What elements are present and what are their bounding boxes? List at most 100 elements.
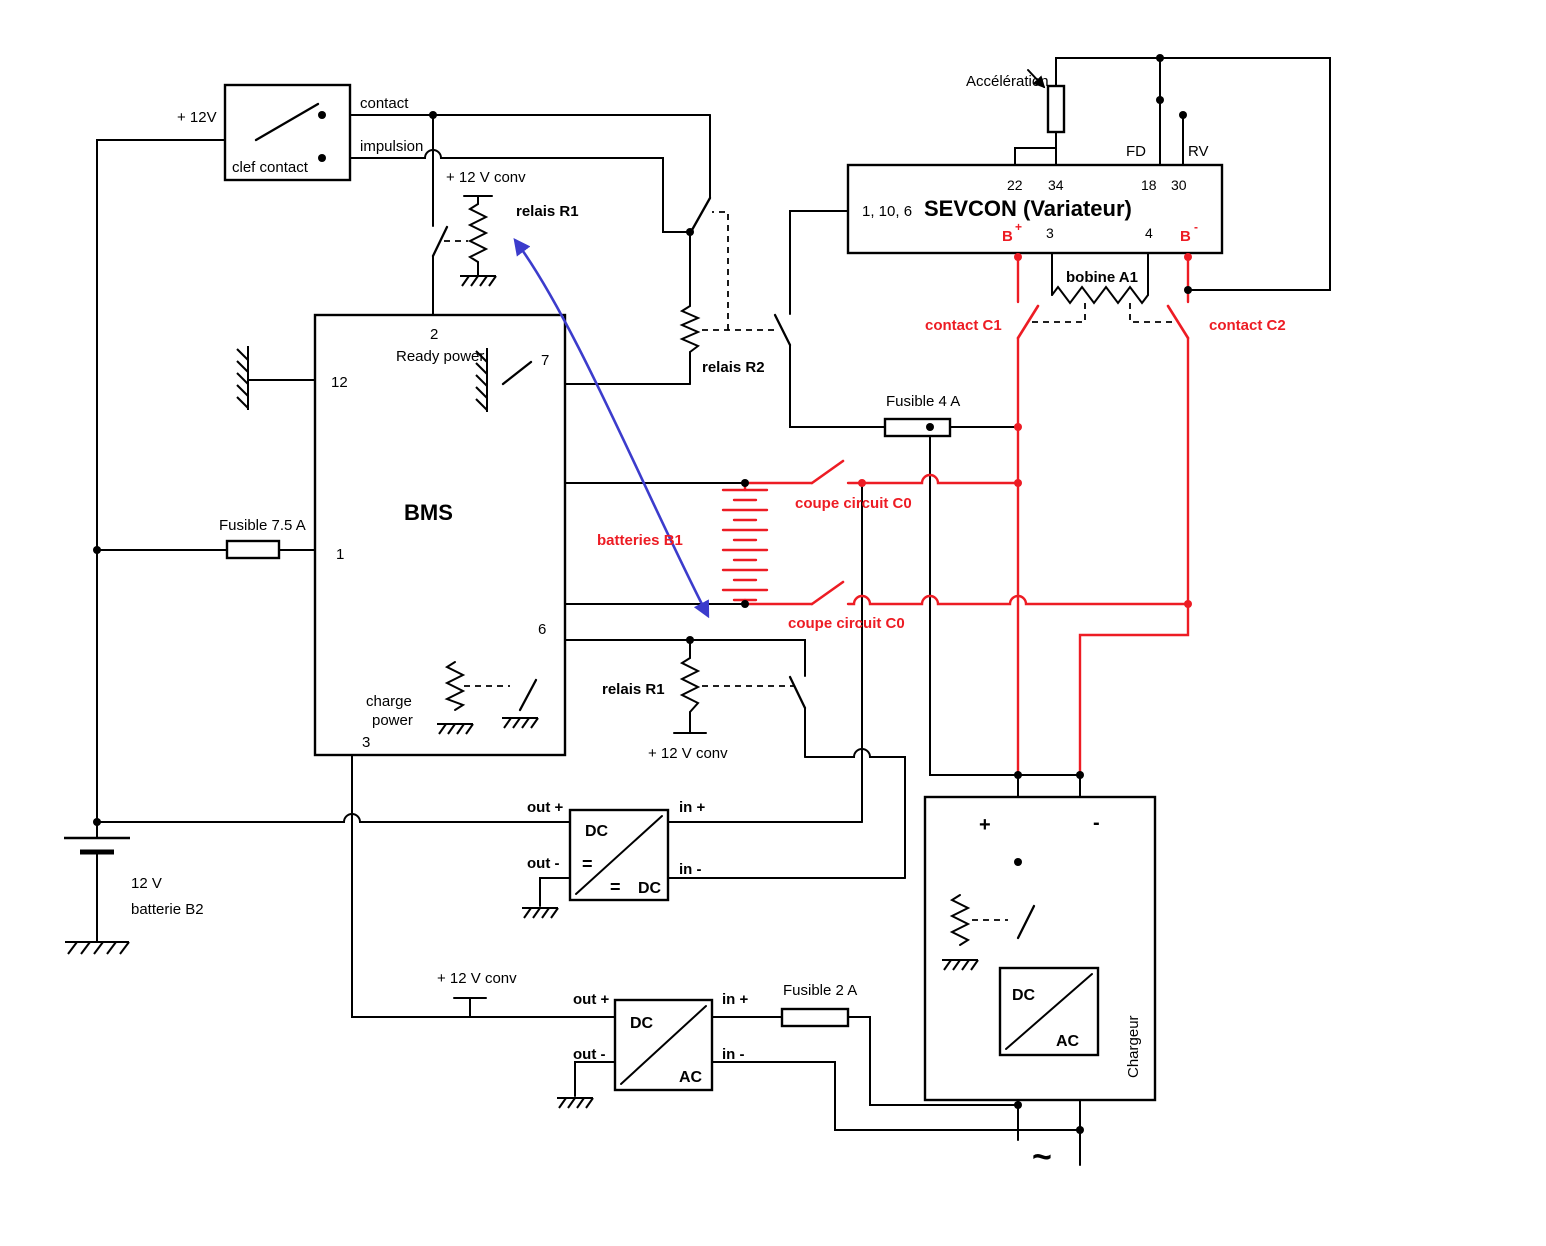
throttle-pot <box>1027 69 1066 134</box>
dcac2-out-plus: out + <box>573 991 609 1008</box>
batteries-b1-label: batteries B1 <box>597 532 683 549</box>
fd-label: FD <box>1126 143 1146 160</box>
relay-r1-top <box>431 203 497 287</box>
sevcon <box>846 163 1224 255</box>
charger-relay-blade <box>1016 904 1036 940</box>
key-switch-blade <box>254 102 320 142</box>
bms-pin1: 1 <box>336 546 344 563</box>
contact-c2-blade <box>1166 304 1190 340</box>
charge-power-coil <box>444 661 466 711</box>
ground-icon <box>64 941 130 955</box>
sevcon-bplus: B <box>1002 228 1013 245</box>
bms-pin7: 7 <box>541 352 549 369</box>
junctions <box>93 54 1192 1134</box>
battery-b1-symbol <box>721 481 769 606</box>
sevcon-pins-left: 1, 10, 6 <box>862 203 912 220</box>
battery-b2 <box>64 836 130 955</box>
sevcon-bminus: B <box>1180 228 1191 245</box>
relais-r1-low-label: relais R1 <box>602 681 665 698</box>
sevcon-pin22: 22 <box>1007 177 1023 193</box>
fusible-4-label: Fusible 4 A <box>886 393 960 410</box>
conv-bottom-label: + 12 V conv <box>437 970 517 987</box>
conv-low-label: + 12 V conv <box>648 745 728 762</box>
contact-label: contact <box>360 95 409 112</box>
chassis-ground-icon <box>236 345 249 411</box>
wire <box>847 1016 1019 1106</box>
clef-contact-label: clef contact <box>232 159 309 176</box>
b-minus-line <box>1078 336 1190 777</box>
bms-pin2: 2 <box>430 326 438 343</box>
sevcon-bplus-sign: + <box>1015 220 1022 234</box>
dcac2-in-minus: in - <box>722 1046 745 1063</box>
wire <box>789 344 886 428</box>
coupe-c0-top-blade <box>810 459 845 485</box>
wire <box>539 877 571 907</box>
dcdc1-eq-bottom: = <box>610 877 621 897</box>
contact-c1-blade <box>1016 304 1040 340</box>
ready-power-label: Ready power <box>396 348 484 365</box>
wire <box>96 139 257 839</box>
relais-r2-label: relais R2 <box>702 359 765 376</box>
bobine-a1-label: bobine A1 <box>1066 269 1138 286</box>
contact-c1-label: contact C1 <box>925 317 1002 334</box>
fuse-7-5a <box>225 539 281 560</box>
r1-top-blade <box>431 225 449 258</box>
battery-plus-line <box>846 473 1020 485</box>
wire <box>321 149 691 233</box>
charger-label: Chargeur <box>1125 1015 1142 1078</box>
charger-minus: - <box>1093 812 1100 834</box>
dcac2-ac: AC <box>679 1069 703 1086</box>
bms-pin12: 12 <box>331 374 348 391</box>
wire <box>789 210 849 315</box>
charge-label: charge <box>366 693 412 710</box>
ground-icon <box>459 275 497 287</box>
relay-r2 <box>679 196 792 353</box>
relais-r1-top-label: relais R1 <box>516 203 579 220</box>
wire <box>519 639 806 677</box>
charge-power-blade <box>518 678 538 712</box>
bms-pin6: 6 <box>538 621 546 638</box>
dcdc1-in-minus: in - <box>679 861 702 878</box>
sevcon-pin4: 4 <box>1145 225 1153 241</box>
dcac2-dc: DC <box>630 1015 654 1032</box>
bobine-a1-coil <box>1051 285 1149 305</box>
dcdc1-dc-bottom: DC <box>638 880 662 897</box>
relay-r1-lower <box>679 657 807 713</box>
key-switch <box>223 83 352 182</box>
acceleration-label: Accélération <box>966 73 1049 90</box>
coil-a1 <box>1030 285 1176 323</box>
dcac2-in-plus: in + <box>722 991 748 1008</box>
ground-icon <box>556 1097 594 1109</box>
dcdc-converter-1 <box>521 808 670 919</box>
b2-label: batterie B2 <box>131 901 204 918</box>
pot-body <box>1046 84 1066 134</box>
labels: + 12V contact impulsion clef contact + 1… <box>131 73 1286 1176</box>
pot-wiper-arrow <box>1027 69 1046 89</box>
r2-coil <box>679 305 701 353</box>
sevcon-box <box>846 163 1224 255</box>
wire <box>453 997 487 1018</box>
bms-pin3: 3 <box>362 734 370 751</box>
fusible-2-label: Fusible 2 A <box>783 982 857 999</box>
charger <box>923 795 1157 1102</box>
fusible-75-label: Fusible 7.5 A <box>219 517 306 534</box>
supply-12v-label: + 12V <box>177 109 217 126</box>
ac-source-symbol: ~ <box>1032 1138 1052 1176</box>
r1-top-coil <box>467 203 489 263</box>
charger-dc: DC <box>1012 987 1036 1004</box>
dcdc1-out-minus: out - <box>527 855 559 872</box>
r2-switch1-blade <box>690 196 712 232</box>
key-switch-box <box>223 83 352 182</box>
dcdc1-eq-left: = <box>582 854 593 874</box>
wire <box>1014 147 1057 166</box>
contact-c2-label: contact C2 <box>1209 317 1286 334</box>
sevcon-bminus-sign: - <box>1194 220 1198 234</box>
dcdc1-out-plus: out + <box>527 799 563 816</box>
charger-ac: AC <box>1056 1033 1080 1050</box>
wire <box>929 426 1081 776</box>
impulsion-label: impulsion <box>360 138 423 155</box>
rv-label: RV <box>1188 143 1209 160</box>
sevcon-pin18: 18 <box>1141 177 1157 193</box>
wire <box>463 195 493 205</box>
